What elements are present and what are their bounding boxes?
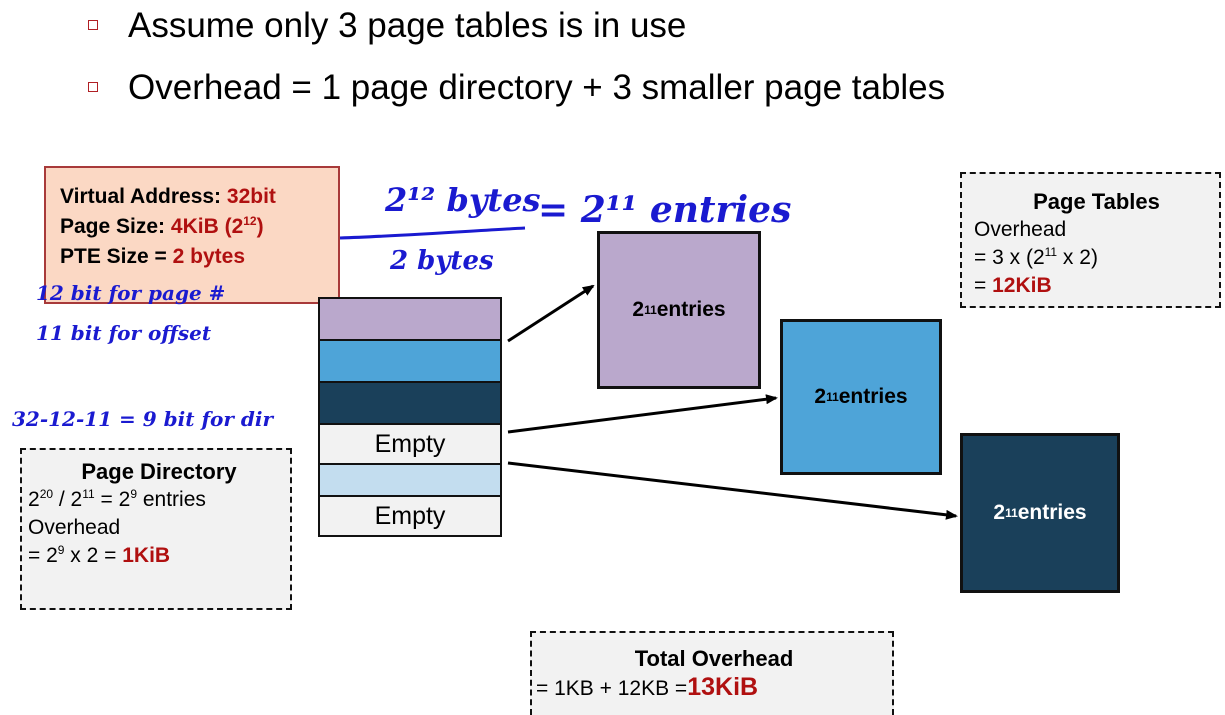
parameters-box: Virtual Address: 32bit Page Size: 4KiB (…	[44, 166, 340, 304]
bullet-text: Assume only 3 page tables is in use	[128, 6, 687, 45]
page-tables-box: Page Tables Overhead = 3 x (211 x 2) = 1…	[960, 172, 1221, 308]
bullet-text: Overhead = 1 page directory + 3 smaller …	[128, 68, 946, 107]
page-directory-overhead-value: 1KiB	[122, 544, 171, 567]
total-overhead-box: Total Overhead = 1KB + 12KB =13KiB	[530, 631, 894, 715]
arrow-to-table-3	[507, 461, 958, 520]
handwritten-note-3: 32-12-11 = 9 bit for dir	[12, 407, 274, 431]
page-directory-title: Page Directory	[81, 459, 237, 484]
handwritten-note-1: 12 bit for page #	[36, 281, 225, 305]
page-size-line: Page Size: 4KiB (212)	[60, 214, 264, 238]
total-overhead-calc: = 1KB + 12KB =13KiB	[536, 673, 759, 701]
handwritten-fraction-bar	[339, 226, 526, 240]
page-tables-overhead-calc: = 3 x (211 x 2)	[974, 245, 1098, 269]
bullet-square-icon	[88, 19, 98, 30]
virtual-address-line: Virtual Address: 32bit	[60, 185, 276, 208]
handwritten-fraction-bottom: 2 bytes	[389, 246, 494, 276]
page-directory-overhead-label: Overhead	[28, 516, 121, 539]
directory-entry-empty: Empty	[318, 423, 502, 465]
page-directory-box: Page Directory 220 / 211 = 29 entries Ov…	[20, 448, 292, 610]
page-tables-title: Page Tables	[1033, 189, 1160, 214]
page-directory-overhead-calc: = 29 x 2 = 1KiB	[28, 543, 171, 567]
pte-size-line: PTE Size = 2 bytes	[60, 245, 246, 268]
page-size-value: 4KiB (212)	[170, 214, 264, 238]
arrow-to-table-2	[507, 394, 778, 434]
directory-entry-blue	[318, 339, 502, 383]
page-tables-overhead-value: 12KiB	[992, 274, 1052, 297]
total-overhead-title: Total Overhead	[634, 646, 794, 671]
bullet-overhead: Overhead = 1 page directory + 3 smaller …	[88, 68, 945, 108]
handwritten-equals: = 2¹¹ entries	[538, 189, 791, 231]
page-tables-overhead-result: = 12KiB	[974, 274, 1052, 297]
bullet-square-icon	[88, 81, 98, 92]
directory-entry-empty: Empty	[318, 495, 502, 537]
virtual-address-value: 32bit	[226, 185, 276, 208]
total-overhead-value: 13KiB	[687, 673, 759, 701]
bullet-assumption: Assume only 3 page tables is in use	[88, 6, 686, 46]
handwritten-fraction-top: 2¹² bytes	[384, 181, 541, 219]
page-directory-entries-calc: 220 / 211 = 29 entries	[28, 487, 206, 511]
handwritten-note-2: 11 bit for offset	[36, 321, 212, 345]
arrow-to-table-1	[507, 284, 595, 343]
page-directory-stack: Empty Empty	[318, 297, 502, 537]
pte-size-value: 2 bytes	[172, 245, 246, 268]
page-tables-overhead-label: Overhead	[974, 218, 1067, 241]
